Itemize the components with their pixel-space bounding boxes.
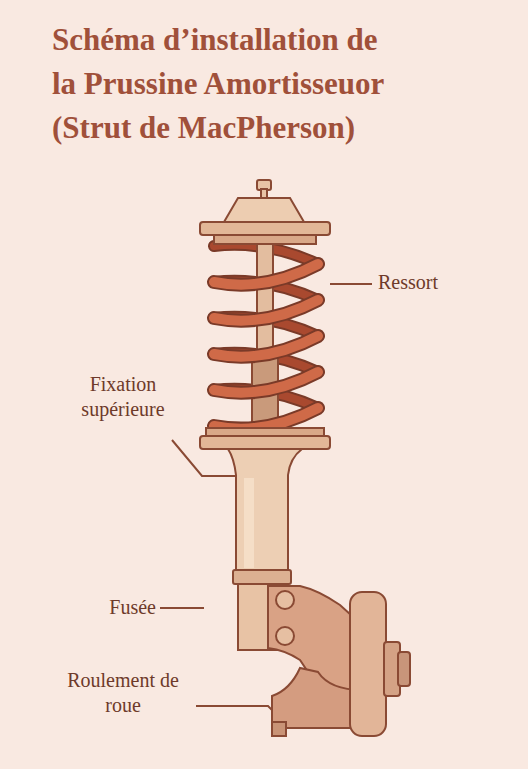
spring-coil xyxy=(214,372,318,393)
spring-coil xyxy=(214,300,318,321)
leader-lines xyxy=(160,284,372,714)
spring-coil xyxy=(214,408,318,429)
spring-coil xyxy=(214,264,318,285)
spring-coil xyxy=(214,408,318,429)
part-label: Ressort xyxy=(378,270,508,295)
diagram-title: Schéma d’installation de la Prussine Amo… xyxy=(52,18,492,150)
part-label: Fusée xyxy=(70,595,156,620)
spring-coil xyxy=(214,372,318,393)
spring-front xyxy=(214,264,318,429)
spring-coil xyxy=(214,264,318,285)
spring-coil xyxy=(214,336,318,357)
spring-coil xyxy=(214,336,318,357)
part-label: Roulement de roue xyxy=(48,668,198,718)
spring-coil xyxy=(214,300,318,321)
part-label: Fixation supérieure xyxy=(48,372,198,422)
